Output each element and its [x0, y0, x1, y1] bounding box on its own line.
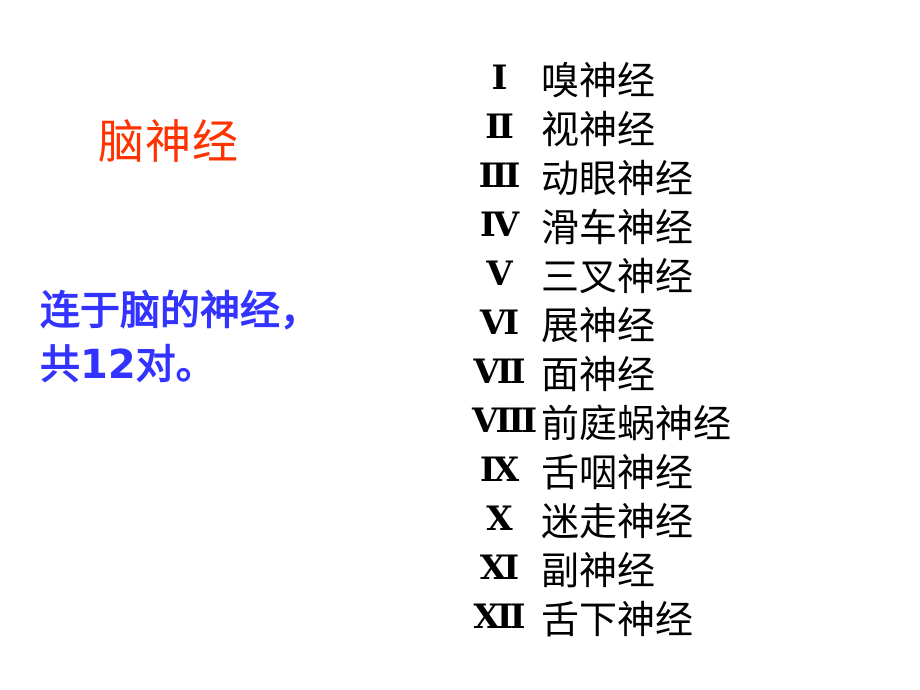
nerve-numeral: IX	[479, 449, 519, 490]
nerve-name: 迷走神经	[541, 500, 694, 544]
nerve-name: 前庭蜗神经	[541, 402, 732, 446]
nerve-name: 副神经	[541, 549, 656, 593]
nerve-name: 滑车神经	[541, 206, 694, 250]
nerve-numeral: VI	[479, 302, 519, 343]
description-line-2: 共12对。	[40, 342, 216, 388]
nerve-item: IV 滑车神经	[472, 200, 731, 251]
slide-description: 连于脑的神经， 共12对。	[40, 284, 320, 392]
nerve-item: I 嗅神经	[472, 53, 731, 104]
nerve-item: III 动眼神经	[472, 151, 731, 202]
slide-title: 脑神经	[98, 115, 239, 169]
nerve-name: 动眼神经	[541, 157, 694, 201]
nerve-numeral: V	[486, 253, 512, 294]
nerve-item: IX 舌咽神经	[472, 445, 731, 496]
nerve-item: V 三叉神经	[472, 249, 731, 300]
nerve-numeral: VII	[473, 351, 525, 392]
nerve-item: VI 展神经	[472, 298, 731, 349]
nerve-numeral: IV	[479, 204, 519, 245]
nerve-name: 舌下神经	[541, 598, 694, 642]
nerve-numeral: VIII	[472, 400, 537, 441]
nerve-name: 视神经	[541, 108, 656, 152]
nerve-numeral: XII	[473, 596, 525, 637]
nerve-name: 展神经	[541, 304, 656, 348]
nerve-name: 舌咽神经	[541, 451, 694, 495]
nerve-numeral: X	[486, 498, 512, 539]
nerve-item: XI 副神经	[472, 543, 731, 594]
nerve-item: XII 舌下神经	[472, 592, 731, 643]
nerve-numeral: II	[485, 106, 514, 147]
nerve-numeral: I	[491, 57, 508, 98]
nerve-item: X 迷走神经	[472, 494, 731, 545]
nerve-numeral: XI	[479, 547, 519, 588]
nerve-name: 面神经	[541, 353, 656, 397]
nerve-item: II 视神经	[472, 102, 731, 153]
description-line-1: 连于脑的神经，	[40, 288, 320, 334]
nerve-name: 嗅神经	[541, 59, 656, 103]
nerve-item: VII 面神经	[472, 347, 731, 398]
nerve-name: 三叉神经	[541, 255, 694, 299]
cranial-nerve-list: I 嗅神经 II 视神经 III 动眼神经 IV 滑车神经 V 三叉神经 VI 展神经 VI…	[472, 53, 732, 643]
nerve-numeral: III	[478, 155, 521, 196]
